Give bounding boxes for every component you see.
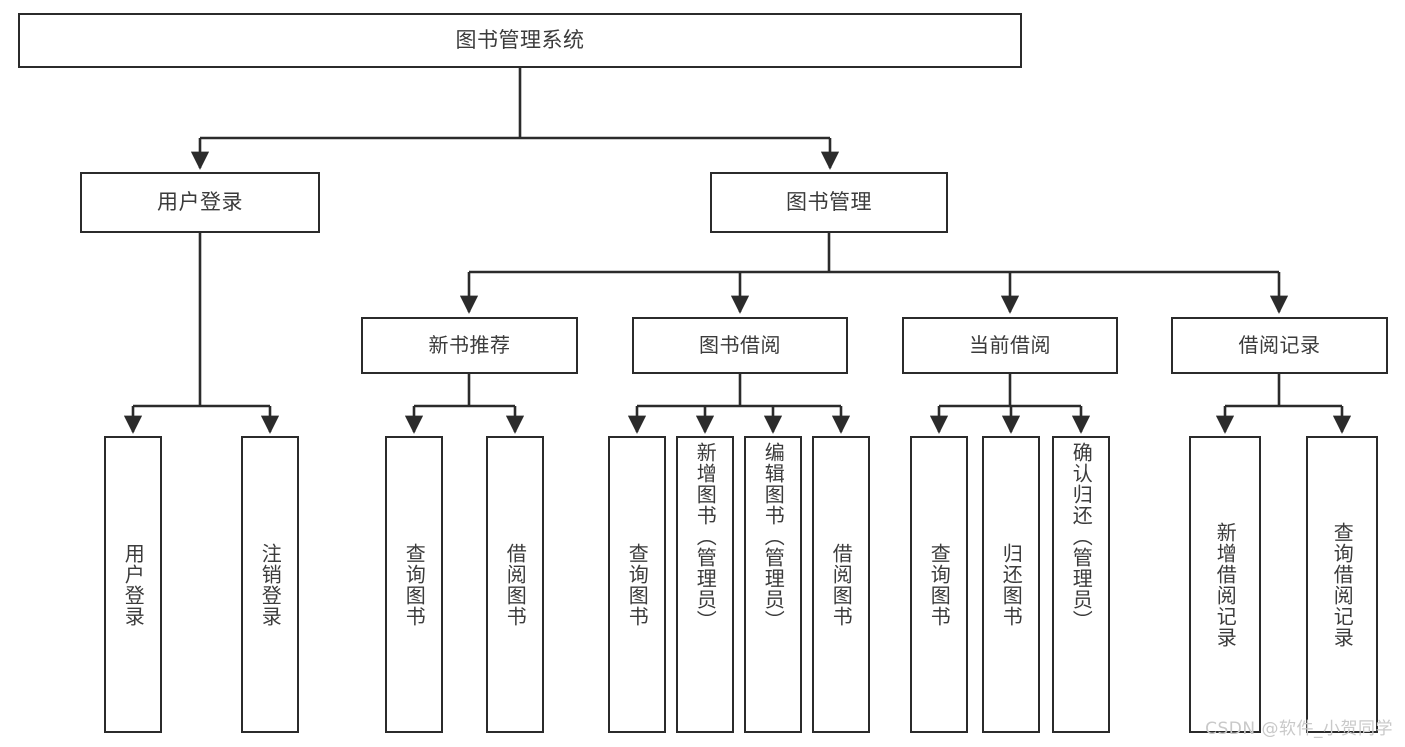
node-user-login-label: 用户登录 (157, 190, 243, 215)
leaf-query-borrow-record[interactable]: 查询借阅记录 (1306, 436, 1378, 733)
node-current-borrow-label: 当前借阅 (969, 333, 1051, 357)
node-book-management[interactable]: 图书管理 (710, 172, 948, 233)
leaf-add-borrow-record[interactable]: 新增借阅记录 (1189, 436, 1261, 733)
leaf-return-books[interactable]: 归还图书 (982, 436, 1040, 733)
leaf-user-login[interactable]: 用户登录 (104, 436, 162, 733)
leaf-newbook-query-books-label: 查询图书 (402, 542, 427, 627)
leaf-logout[interactable]: 注销登录 (241, 436, 299, 733)
node-borrow-records-label: 借阅记录 (1238, 333, 1321, 357)
leaf-newbook-borrow-books[interactable]: 借阅图书 (486, 436, 544, 733)
node-user-login[interactable]: 用户登录 (80, 172, 320, 233)
leaf-borrow-query-books[interactable]: 查询图书 (608, 436, 666, 733)
leaf-user-login-label: 用户登录 (121, 542, 146, 627)
node-root-system[interactable]: 图书管理系统 (18, 13, 1022, 68)
leaf-confirm-return-admin-label: 确认归还（管理员） (1069, 442, 1094, 631)
node-borrow-records[interactable]: 借阅记录 (1171, 317, 1388, 374)
node-book-borrow[interactable]: 图书借阅 (632, 317, 848, 374)
leaf-query-borrow-record-label: 查询借阅记录 (1330, 521, 1355, 648)
leaf-borrow-books[interactable]: 借阅图书 (812, 436, 870, 733)
leaf-add-book-admin[interactable]: 新增图书（管理员） (676, 436, 734, 733)
leaf-newbook-borrow-books-label: 借阅图书 (503, 542, 528, 627)
node-new-book-recommend[interactable]: 新书推荐 (361, 317, 578, 374)
leaf-current-query-books-label: 查询图书 (927, 542, 952, 627)
leaf-confirm-return-admin[interactable]: 确认归还（管理员） (1052, 436, 1110, 733)
leaf-borrow-query-books-label: 查询图书 (625, 542, 650, 627)
leaf-edit-book-admin[interactable]: 编辑图书（管理员） (744, 436, 802, 733)
node-book-borrow-label: 图书借阅 (699, 333, 781, 357)
leaf-add-borrow-record-label: 新增借阅记录 (1213, 521, 1238, 648)
leaf-current-query-books[interactable]: 查询图书 (910, 436, 968, 733)
leaf-edit-book-admin-label: 编辑图书（管理员） (761, 442, 786, 631)
leaf-newbook-query-books[interactable]: 查询图书 (385, 436, 443, 733)
node-new-book-recommend-label: 新书推荐 (428, 333, 511, 357)
leaf-return-books-label: 归还图书 (999, 542, 1024, 627)
node-root-system-label: 图书管理系统 (455, 28, 585, 53)
leaf-add-book-admin-label: 新增图书（管理员） (693, 442, 718, 631)
node-current-borrow[interactable]: 当前借阅 (902, 317, 1118, 374)
node-book-management-label: 图书管理 (786, 190, 872, 215)
leaf-logout-label: 注销登录 (258, 542, 283, 627)
leaf-borrow-books-label: 借阅图书 (829, 542, 854, 627)
